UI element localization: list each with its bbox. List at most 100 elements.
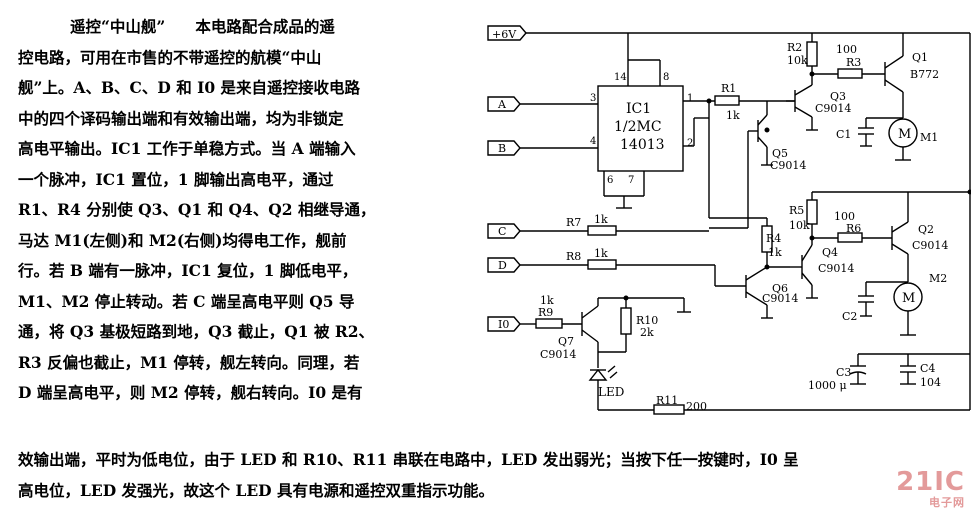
input-c-label: C bbox=[498, 225, 506, 238]
article-line: 控电路，可用在市售的不带遥控的航模“中山 bbox=[18, 47, 322, 67]
r7-value: 1k bbox=[594, 213, 608, 226]
r1-resistor bbox=[714, 95, 740, 106]
led-label: LED bbox=[598, 385, 624, 399]
ic1-sub-label: 1/2MC bbox=[614, 119, 662, 135]
ic1-pin3-label: 3 bbox=[590, 93, 596, 104]
article-line: M1、M2 停止转动。若 C 端呈高电平则 Q5 导 bbox=[18, 291, 355, 311]
svg-text:M: M bbox=[898, 127, 911, 142]
r6-value: 100 bbox=[834, 210, 855, 223]
r3-resistor bbox=[837, 68, 863, 79]
q1-label: Q1 bbox=[912, 51, 928, 64]
article-line: 一个脉冲，IC1 置位，1 脚输出高电平，通过 bbox=[18, 169, 334, 189]
supply-terminal bbox=[487, 25, 527, 41]
article-bottom-text: 效输出端，平时为低电位，由于 LED 和 R10、R11 串联在电路中，LED … bbox=[18, 445, 968, 506]
c3-value: 1000 μ bbox=[808, 379, 847, 392]
r11-value: 200 bbox=[686, 400, 707, 413]
r3-label: R3 bbox=[846, 56, 861, 69]
svg-text:M: M bbox=[902, 291, 915, 306]
r10-value: 2k bbox=[640, 326, 654, 339]
c2-label: C2 bbox=[842, 310, 857, 323]
r6-label: R6 bbox=[846, 222, 861, 235]
article-line: 高电平输出。IC1 工作于单稳方式。当 A 端输入 bbox=[18, 139, 356, 158]
input-io-terminal bbox=[487, 316, 521, 332]
input-b-terminal bbox=[487, 140, 521, 156]
q5-part-label: C9014 bbox=[770, 159, 806, 172]
r1-value: 1k bbox=[726, 109, 740, 122]
r5-label: R5 bbox=[789, 204, 804, 217]
r8-resistor bbox=[587, 259, 617, 270]
article-line: 高电位，LED 发强光，故这个 LED 具有电源和遥控双重指示功能。 bbox=[18, 480, 494, 500]
r11-label: R11 bbox=[656, 394, 678, 407]
q2-label: Q2 bbox=[918, 223, 934, 236]
input-b-label: B bbox=[498, 142, 506, 155]
m1-label: M1 bbox=[920, 131, 938, 144]
input-d-label: D bbox=[498, 259, 507, 272]
q2-part-label: C9014 bbox=[912, 239, 948, 252]
article-line: D 端呈高电平，则 M2 停转，舰右转向。I0 是有 bbox=[18, 383, 363, 402]
watermark-sub: 电子网 bbox=[929, 496, 965, 509]
r7-label: R7 bbox=[566, 216, 581, 229]
r8-value: 1k bbox=[594, 247, 608, 260]
watermark-logo: 21IC 电子网 bbox=[896, 467, 965, 508]
article-line: 行。若 B 端有一脉冲，IC1 复位，1 脚低电平， bbox=[18, 261, 358, 280]
article-line: 通，将 Q3 基极短路到地，Q3 截止，Q1 被 R2、 bbox=[18, 322, 375, 341]
ic1-pin4-label: 4 bbox=[590, 136, 596, 147]
r9-value: 1k bbox=[540, 294, 554, 307]
article-line: 中的四个译码输出端和有效输出端，均为非锁定 bbox=[18, 108, 344, 128]
watermark-main: 21IC bbox=[896, 467, 965, 497]
led-diode bbox=[588, 368, 608, 381]
r5-value: 10k bbox=[789, 219, 810, 232]
article-line: R3 反偏也截止，M1 停转，舰左转向。同理，若 bbox=[18, 352, 360, 372]
q6-label: Q6 bbox=[772, 282, 788, 295]
c4-label: C4 bbox=[920, 362, 935, 375]
ic1-pin7-label: 7 bbox=[628, 175, 634, 186]
article-line: 遥控“中山舰”本电路配合成品的遥 bbox=[18, 12, 458, 43]
ic1-box bbox=[597, 85, 684, 172]
q1-part-label: B772 bbox=[910, 68, 939, 81]
r4-label: R4 bbox=[766, 232, 781, 245]
r9-resistor bbox=[535, 318, 563, 329]
q4-part-label: C9014 bbox=[818, 262, 854, 275]
c3-label: C3 bbox=[836, 366, 851, 379]
q4-label: Q4 bbox=[822, 246, 838, 259]
q5-label: Q5 bbox=[772, 147, 788, 160]
r9-label: R9 bbox=[538, 306, 553, 319]
ic1-label: IC1 bbox=[626, 101, 651, 117]
q7-part-label: C9014 bbox=[540, 348, 576, 361]
q3-part-label: C9014 bbox=[815, 102, 851, 115]
ic1-pin14-label: 14 bbox=[614, 72, 627, 83]
r2-resistor bbox=[806, 41, 818, 67]
ic1-pin2-label: 2 bbox=[687, 138, 693, 149]
r2-value: 10k bbox=[787, 54, 808, 67]
article-line: 效输出端，平时为低电位，由于 LED 和 R10、R11 串联在电路中，LED … bbox=[18, 450, 799, 469]
input-c-terminal bbox=[487, 223, 521, 239]
ic1-part-label: 14013 bbox=[620, 137, 665, 153]
q7-label: Q7 bbox=[558, 335, 574, 348]
input-a-terminal bbox=[487, 96, 521, 112]
r2-label: R2 bbox=[787, 41, 802, 54]
r8-label: R8 bbox=[566, 250, 581, 263]
input-a-label: A bbox=[497, 98, 507, 111]
q6-part-label: C9014 bbox=[762, 292, 798, 305]
ic1-pin6-label: 6 bbox=[607, 175, 613, 186]
article-line-text: 本电路配合成品的遥 bbox=[195, 17, 335, 36]
supply-label: +6V bbox=[492, 28, 517, 41]
r10-resistor bbox=[620, 307, 632, 335]
c4-value: 104 bbox=[920, 376, 941, 389]
r1-label: R1 bbox=[721, 82, 736, 95]
r10-label: R10 bbox=[636, 314, 658, 327]
article-line: 舰”上。A、B、C、D 和 I0 是来自遥控接收电路 bbox=[18, 78, 361, 97]
article-line: 马达 M1(左侧)和 M2(右侧)均得电工作，舰前 bbox=[18, 230, 347, 250]
input-d-terminal bbox=[487, 257, 521, 273]
r7-resistor bbox=[587, 225, 617, 236]
input-io-label: I0 bbox=[498, 318, 509, 331]
r4-value: 1k bbox=[768, 246, 782, 259]
ic1-pin1-label: 1 bbox=[687, 93, 693, 104]
article-text: 遥控“中山舰”本电路配合成品的遥 控电路，可用在市售的不带遥控的航模“中山 舰”… bbox=[18, 12, 458, 409]
q3-label: Q3 bbox=[830, 90, 846, 103]
r3-value: 100 bbox=[836, 43, 857, 56]
article-line: R1、R4 分别使 Q3、Q1 和 Q4、Q2 相继导通， bbox=[18, 200, 376, 219]
m2-label: M2 bbox=[929, 272, 947, 285]
ic1-pin8-label: 8 bbox=[663, 72, 669, 83]
